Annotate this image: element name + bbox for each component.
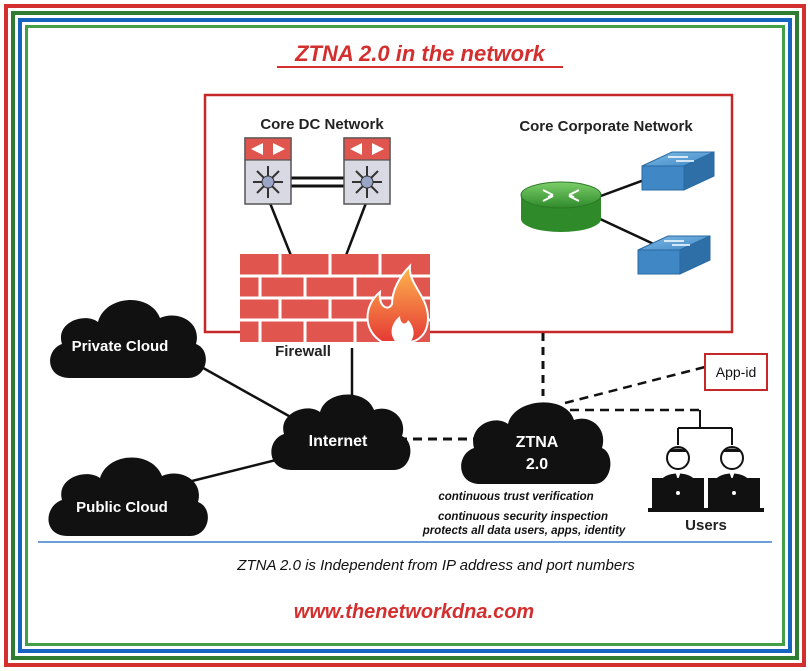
firewall-icon [240, 254, 430, 343]
ztna-note: continuous trust verification [438, 491, 593, 503]
outer-border-blue [18, 18, 792, 653]
switch-icon [641, 151, 715, 191]
page-title: ZTNA 2.0 in the network [294, 41, 547, 66]
outer-border-red [4, 4, 806, 667]
private-cloud-label: Private Cloud [72, 338, 169, 355]
core-network-box [203, 93, 734, 334]
public-cloud: Public Cloud [48, 457, 208, 536]
ztna-label-line2: 2.0 [526, 456, 548, 473]
firewall-label: Firewall [275, 343, 331, 360]
multilayer-switch-icon [343, 137, 391, 205]
app-id-box [704, 353, 768, 391]
core-dc-label: Core DC Network [260, 116, 384, 133]
router-icon [520, 181, 602, 232]
inner-border-green [25, 25, 785, 646]
app-id-label: App-id [716, 364, 756, 380]
internet-label: Internet [309, 433, 368, 450]
footer-url: www.thenetworkdna.com [294, 601, 534, 623]
internet-cloud: Internet [271, 394, 411, 470]
multilayer-switch-icon [244, 137, 292, 205]
ztna-note: protects all data users, apps, identity [422, 525, 626, 537]
ztna-cloud: ZTNA 2.0 [461, 402, 611, 484]
outer-border-green [11, 11, 799, 660]
laptop-icon [704, 478, 764, 512]
public-cloud-label: Public Cloud [76, 499, 168, 516]
laptop-icon [648, 478, 708, 512]
footer-statement: ZTNA 2.0 is Independent from IP address … [236, 557, 635, 574]
ztna-label-line1: ZTNA [516, 434, 559, 451]
users-label: Users [685, 517, 727, 534]
private-cloud: Private Cloud [50, 300, 206, 378]
switch-icon [637, 235, 711, 275]
core-corporate-label: Core Corporate Network [519, 118, 693, 135]
ztna-note: continuous security inspection [438, 511, 608, 523]
